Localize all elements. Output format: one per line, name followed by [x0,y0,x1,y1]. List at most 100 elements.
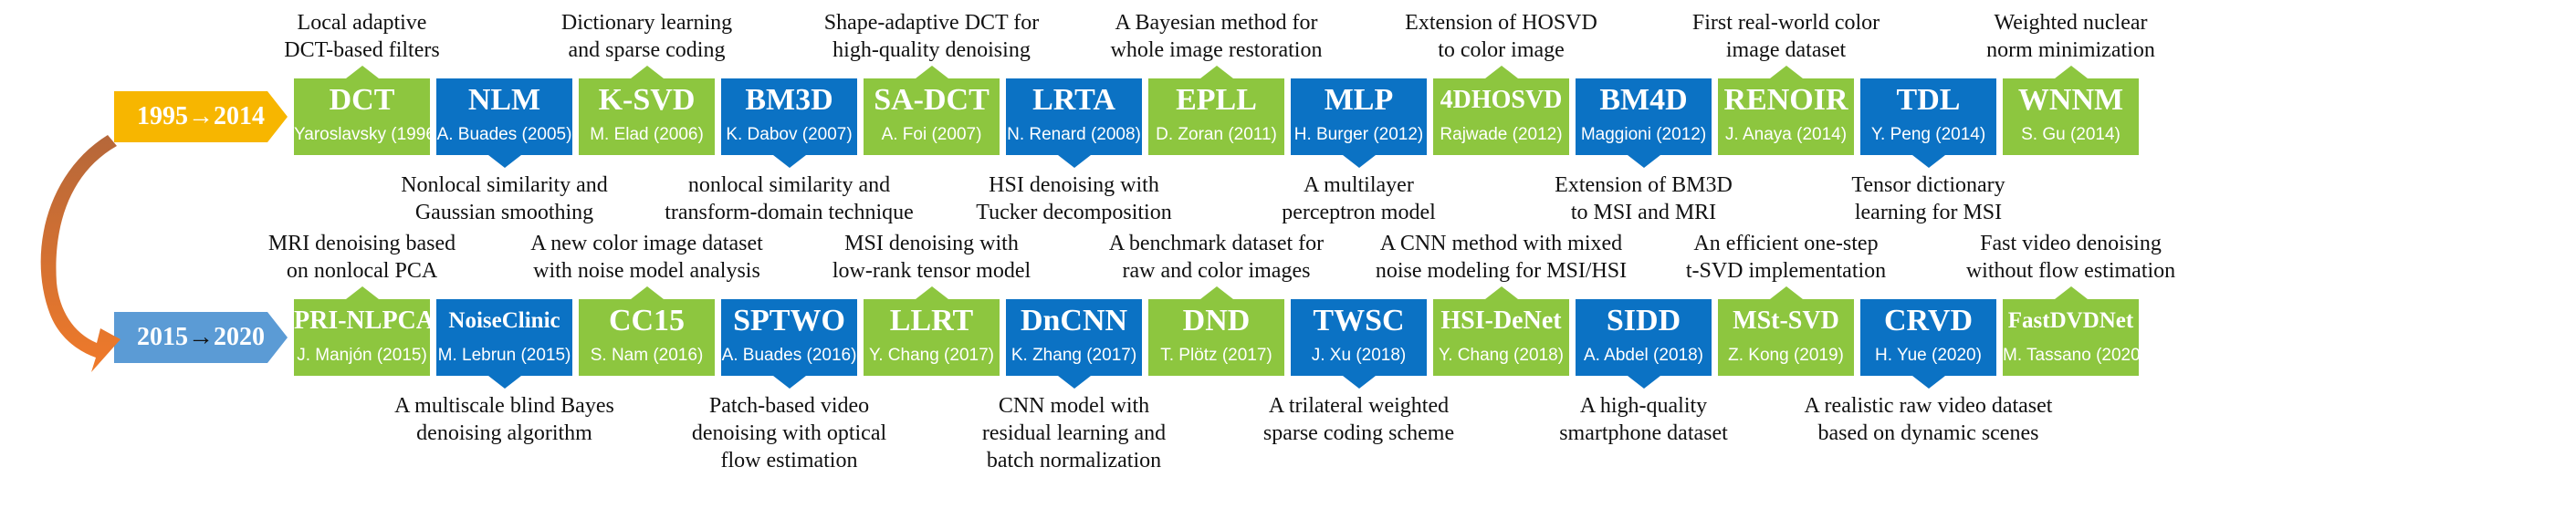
description-line: Tensor dictionary [1851,173,2005,197]
description-line: and sparse coding [568,38,726,62]
method-description: Fast video denoising without flow estimat… [1907,230,2236,285]
description-line: raw and color images [1122,259,1311,283]
description-line: t-SVD implementation [1685,259,1887,283]
description-line: to color image [1438,38,1565,62]
description-line: An efficient one-step [1693,232,1879,255]
method-description: An efficient one-step t-SVD implementatio… [1622,230,1951,285]
method-name: HSI-DeNet [1440,306,1562,335]
description-line: flow estimation [720,449,858,472]
description-line: A new color image dataset [530,232,763,255]
period-label-1995-2014: 1995→2014 [114,91,288,142]
method-box-dct: DCT Yaroslavsky (1996) [294,78,442,155]
period-start: 2015 [137,323,188,351]
method-description: Dictionary learning and sparse coding [483,9,812,64]
period-transition-arrow [40,135,120,372]
method-name: CRVD [1883,304,1974,337]
callout-pointer [1484,286,1518,299]
callout-pointer [487,155,521,168]
description-line: A trilateral weighted [1268,394,1450,418]
description-line: whole image restoration [1110,38,1323,62]
description-line: low-rank tensor model [832,259,1031,283]
description-line: Dictionary learning [560,11,733,35]
description-line: transform-domain technique [665,201,914,224]
method-name: LRTA [1032,83,1115,117]
description-line: smartphone dataset [1559,421,1728,445]
description-line: without flow estimation [1965,259,2176,283]
callout-pointer [1769,66,1803,78]
method-name: MLP [1324,83,1394,117]
method-name: WNNM [2017,83,2124,117]
method-name: K-SVD [598,83,696,117]
method-author: A. Buades (2005) [436,125,572,144]
callout-pointer [345,66,379,78]
description-line: DCT-based filters [284,38,440,62]
description-line: Patch-based video [708,394,870,418]
description-line: high-quality denoising [832,38,1031,62]
method-description: MRI denoising based on nonlocal PCA [198,230,527,285]
callout-pointer [1911,376,1945,389]
method-description: A trilateral weighted sparse coding schem… [1195,392,1524,447]
method-author: Yaroslavsky (1996) [294,125,442,144]
period-label-2015-2020: 2015→2020 [114,312,288,363]
callout-pointer [1769,286,1803,299]
description-line: on nonlocal PCA [286,259,438,283]
description-line: A Bayesian method for [1115,11,1318,35]
method-author: A. Foi (2007) [881,125,982,144]
description-line: noise modeling for MSI/HSI [1375,259,1628,283]
method-name: MSt-SVD [1733,306,1839,335]
period-end: 2014 [214,102,265,130]
method-name: TDL [1896,83,1961,117]
description-line: learning for MSI [1854,201,2003,224]
description-line: Fast video denoising [1980,232,2162,255]
description-line: to MSI and MRI [1570,201,1717,224]
method-author: A. Buades (2016) [721,346,857,365]
method-author: H. Burger (2012) [1293,125,1424,144]
method-author: M. Lebrun (2015) [437,346,571,365]
period-badge-1995-2014 [114,91,288,142]
description-line: First real-world color [1691,11,1880,35]
method-author: J. Manjón (2015) [297,346,427,365]
method-name: SA-DCT [874,83,990,117]
method-name: BM4D [1599,83,1688,117]
method-name: SPTWO [733,304,845,337]
description-line: MRI denoising based [267,232,456,255]
description-line: Gaussian smoothing [414,201,594,224]
period-end: 2020 [214,323,265,351]
description-line: sparse coding scheme [1262,421,1455,445]
method-author: K. Dabov (2007) [726,125,853,144]
method-name: DCT [329,83,395,117]
callout-pointer [487,376,521,389]
description-line: Weighted nuclear [1994,11,2148,35]
description-line: batch normalization [986,449,1162,472]
method-author: M. Tassano (2020) [2003,346,2147,365]
arrow-glyph-icon: → [188,323,214,351]
callout-pointer [630,66,664,78]
description-line: A realistic raw video dataset [1804,394,2053,418]
arrow-glyph-icon: → [188,102,214,130]
callout-pointer [345,286,379,299]
method-author: Z. Kong (2019) [1728,346,1844,365]
